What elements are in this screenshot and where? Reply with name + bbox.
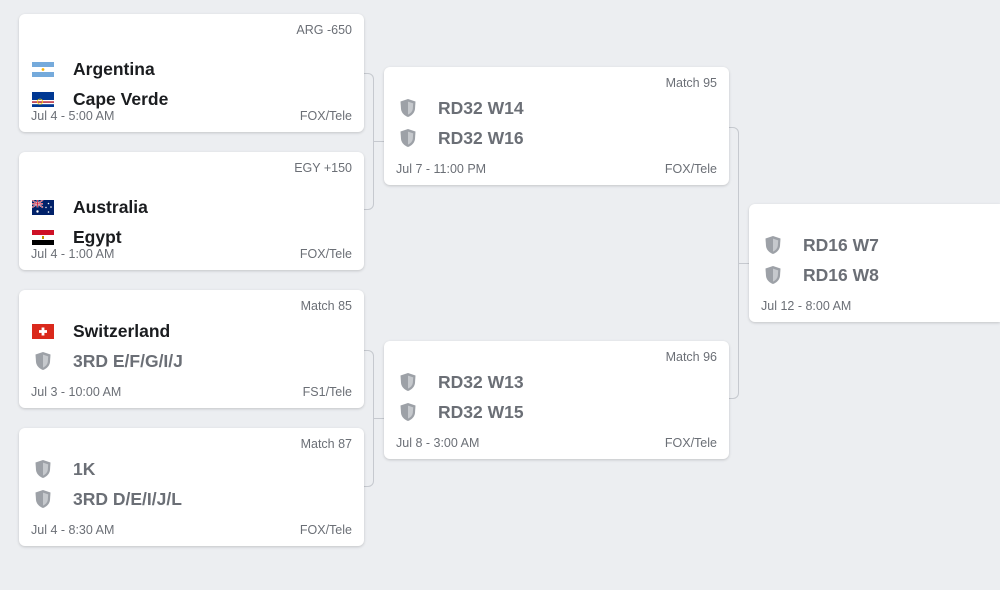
team-name: 3RD E/F/G/I/J bbox=[73, 350, 183, 371]
switzerland-flag-icon bbox=[31, 319, 55, 343]
team-row[interactable]: Australia bbox=[31, 195, 148, 219]
cape-verde-flag-icon bbox=[31, 87, 55, 111]
broadcast-channel: FOX/Tele bbox=[299, 523, 352, 537]
bracket-connector bbox=[739, 263, 749, 264]
match-card[interactable]: Match 95 RD32 W14 RD32 W16 Jul 7 - 11:00… bbox=[384, 67, 729, 185]
team-name: Argentina bbox=[73, 58, 155, 79]
shield-icon bbox=[31, 487, 55, 511]
match-number: Match 87 bbox=[300, 437, 352, 451]
bracket-connector bbox=[364, 73, 374, 210]
team-name: RD32 W13 bbox=[438, 371, 524, 392]
bracket-connector bbox=[374, 141, 384, 142]
bracket-connector bbox=[729, 127, 739, 399]
team-row[interactable]: RD16 W8 bbox=[761, 263, 879, 287]
broadcast-channel: FS1/Tele bbox=[302, 385, 352, 399]
broadcast-channel: FOX/Tele bbox=[299, 109, 352, 123]
team-row[interactable]: RD32 W15 bbox=[396, 400, 524, 424]
team-row[interactable]: RD16 W7 bbox=[761, 233, 879, 257]
argentina-flag-icon bbox=[31, 57, 55, 81]
team-name: RD32 W16 bbox=[438, 127, 524, 148]
team-name: 3RD D/E/I/J/L bbox=[73, 488, 182, 509]
shield-icon bbox=[396, 126, 420, 150]
shield-icon bbox=[31, 349, 55, 373]
match-card[interactable]: Match 85 Switzerland 3RD E/F/G/I/J Jul 3… bbox=[19, 290, 364, 408]
broadcast-channel: FOX/Tele bbox=[664, 162, 717, 176]
match-datetime: Jul 8 - 3:00 AM bbox=[396, 436, 480, 450]
match-card[interactable]: Match 96 RD32 W13 RD32 W15 Jul 8 - 3:00 … bbox=[384, 341, 729, 459]
match-datetime: Jul 4 - 8:30 AM bbox=[31, 523, 115, 537]
team-row[interactable]: 1K bbox=[31, 457, 95, 481]
team-row[interactable]: RD32 W14 bbox=[396, 96, 524, 120]
match-datetime: Jul 12 - 8:00 AM bbox=[761, 299, 852, 313]
match-number: Match 85 bbox=[300, 299, 352, 313]
team-name: RD32 W15 bbox=[438, 401, 524, 422]
match-datetime: Jul 4 - 5:00 AM bbox=[31, 109, 115, 123]
shield-icon bbox=[31, 457, 55, 481]
match-datetime: Jul 4 - 1:00 AM bbox=[31, 247, 115, 261]
team-row[interactable]: Switzerland bbox=[31, 319, 170, 343]
betting-odds: EGY +150 bbox=[294, 161, 352, 175]
match-number: Match 95 bbox=[665, 76, 717, 90]
betting-odds: ARG -650 bbox=[296, 23, 352, 37]
team-name: RD16 W7 bbox=[803, 234, 879, 255]
team-name: Australia bbox=[73, 196, 148, 217]
team-name: Egypt bbox=[73, 226, 122, 247]
broadcast-channel: FOX/Tele bbox=[299, 247, 352, 261]
match-card[interactable]: RD16 W7 RD16 W8 Jul 12 - 8:00 AM bbox=[749, 204, 1000, 322]
shield-icon bbox=[396, 96, 420, 120]
team-row[interactable]: Argentina bbox=[31, 57, 155, 81]
team-name: RD32 W14 bbox=[438, 97, 524, 118]
shield-icon bbox=[761, 263, 785, 287]
team-row[interactable]: RD32 W13 bbox=[396, 370, 524, 394]
match-datetime: Jul 7 - 11:00 PM bbox=[396, 162, 487, 176]
shield-icon bbox=[396, 400, 420, 424]
team-row[interactable]: Cape Verde bbox=[31, 87, 168, 111]
team-row[interactable]: 3RD E/F/G/I/J bbox=[31, 349, 183, 373]
match-number: Match 96 bbox=[665, 350, 717, 364]
team-name: 1K bbox=[73, 458, 96, 479]
shield-icon bbox=[761, 233, 785, 257]
team-name: Switzerland bbox=[73, 320, 171, 341]
bracket-connector bbox=[364, 350, 374, 487]
match-card[interactable]: Match 87 1K 3RD D/E/I/J/L Jul 4 - 8:30 A… bbox=[19, 428, 364, 546]
team-row[interactable]: Egypt bbox=[31, 225, 122, 249]
shield-icon bbox=[396, 370, 420, 394]
team-name: RD16 W8 bbox=[803, 264, 879, 285]
broadcast-channel: FOX/Tele bbox=[664, 436, 717, 450]
team-name: Cape Verde bbox=[73, 88, 169, 109]
match-card[interactable]: EGY +150 Australia Egypt Jul 4 - 1:00 AM… bbox=[19, 152, 364, 270]
egypt-flag-icon bbox=[31, 225, 55, 249]
match-datetime: Jul 3 - 10:00 AM bbox=[31, 385, 122, 399]
team-row[interactable]: 3RD D/E/I/J/L bbox=[31, 487, 182, 511]
bracket-connector bbox=[374, 418, 384, 419]
match-card[interactable]: ARG -650 Argentina Cape Verde Jul 4 - 5:… bbox=[19, 14, 364, 132]
australia-flag-icon bbox=[31, 195, 55, 219]
team-row[interactable]: RD32 W16 bbox=[396, 126, 524, 150]
